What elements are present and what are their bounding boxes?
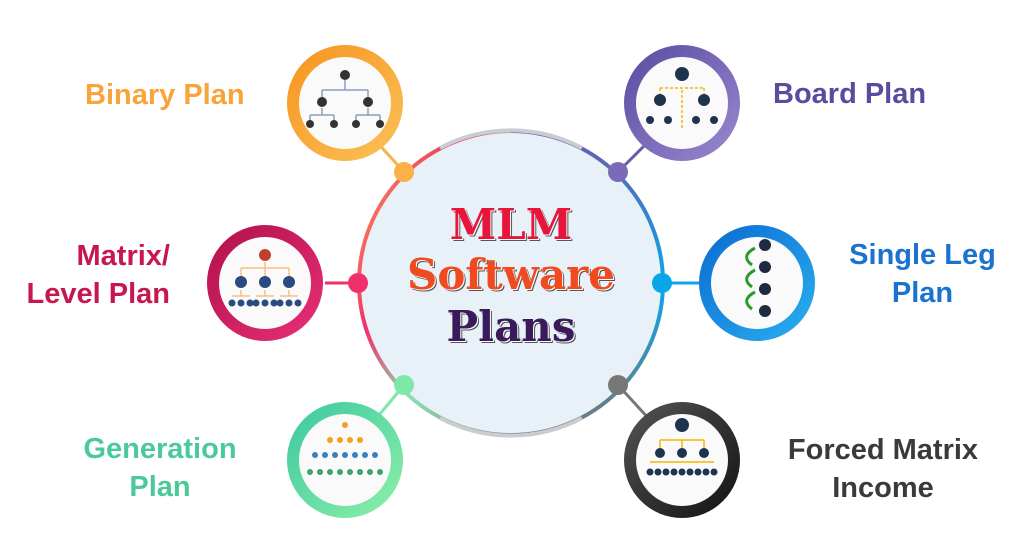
label-generation-line1: Generation (83, 433, 237, 465)
label-single-leg-line2: Plan (891, 277, 954, 309)
label-generation-line2: Plan (129, 471, 191, 503)
label-forced-matrix: Forced Matrix Income (770, 431, 996, 507)
center-title-line2: Software (406, 250, 616, 299)
ring-dot-single-leg (652, 273, 672, 293)
center-title-line1: MLM (449, 200, 573, 249)
ring-dot-binary (394, 162, 414, 182)
generation-tree-icon (287, 402, 403, 518)
single-leg-icon (699, 225, 815, 341)
label-forced-line2: Income (832, 472, 934, 504)
label-matrix-line1: Matrix/ (76, 240, 170, 272)
board-tree-icon (624, 45, 740, 161)
label-board-plan: Board Plan (773, 78, 927, 110)
ring-dot-forced (608, 375, 628, 395)
ring-dot-generation (394, 375, 414, 395)
label-generation-plan: Generation Plan (70, 430, 250, 506)
label-single-leg-line1: Single Leg (849, 239, 996, 271)
ring-dot-matrix (348, 273, 368, 293)
label-single-leg-plan: Single Leg Plan (840, 236, 1005, 312)
center-circle (359, 131, 663, 435)
center-title-line3: Plans (446, 302, 576, 351)
binary-tree-icon (287, 45, 403, 161)
ring-dot-board (608, 162, 628, 182)
forced-matrix-icon (624, 402, 740, 518)
label-forced-line1: Forced Matrix (787, 434, 979, 466)
label-matrix-line2: Level Plan (26, 278, 170, 310)
label-binary-plan: Binary Plan (85, 79, 245, 111)
label-matrix-plan: Matrix/ Level Plan (10, 237, 170, 313)
matrix-tree-icon (207, 225, 323, 341)
